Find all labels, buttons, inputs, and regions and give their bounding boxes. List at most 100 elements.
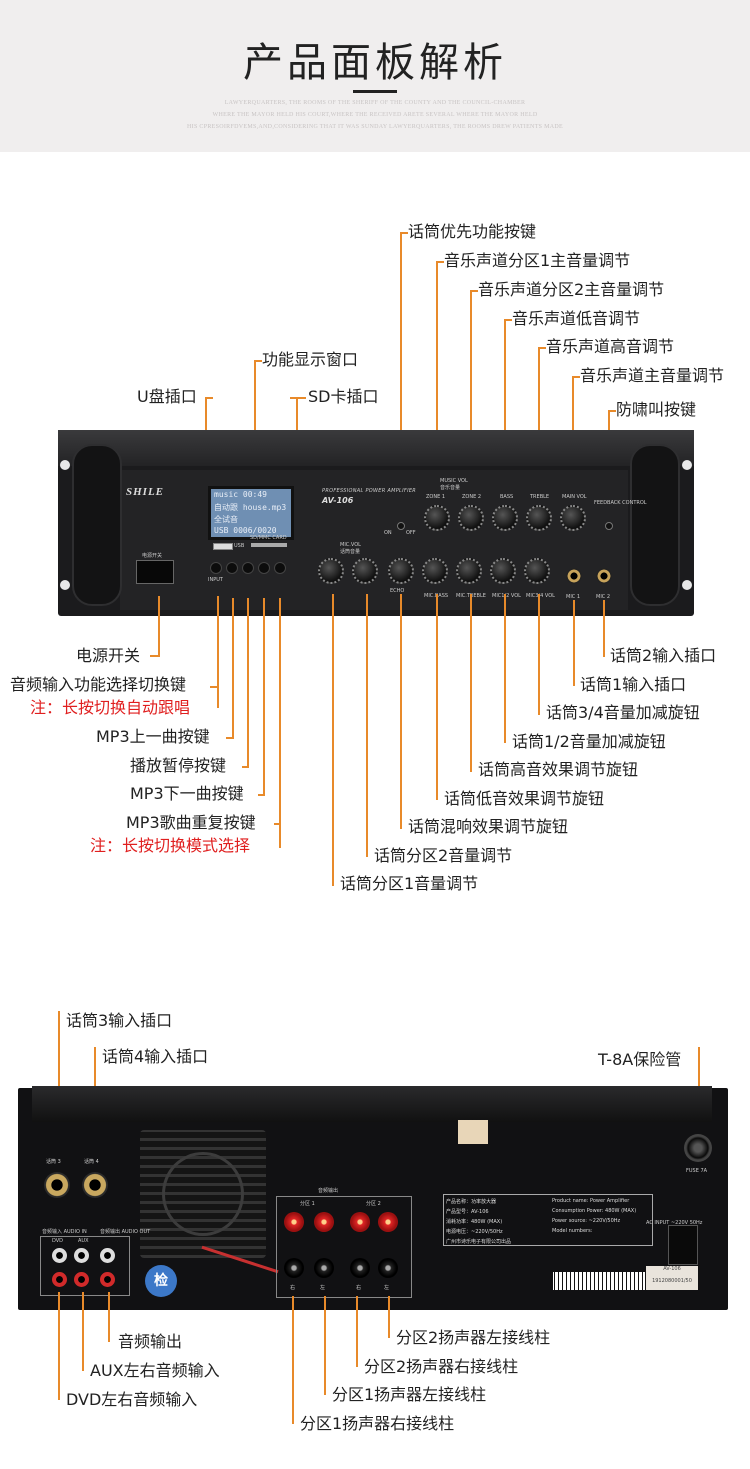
mic3-jack[interactable] [44, 1172, 70, 1198]
mic-vol-text: MIC.VOL [340, 542, 361, 548]
input-button[interactable] [210, 562, 222, 574]
zone2-left-terminal[interactable] [378, 1258, 398, 1278]
leader [436, 261, 444, 263]
lcd-line: 自动跟 house.mp3 [214, 503, 287, 512]
label-zone2-left: 分区2扬声器左接线柱 [396, 1328, 551, 1347]
title-underline [353, 90, 397, 93]
zone2-right-terminal[interactable] [350, 1258, 370, 1278]
mic-zone2-knob[interactable] [352, 558, 378, 584]
mic12-vol-knob[interactable] [490, 558, 516, 584]
leader [436, 594, 438, 800]
zone1-terminal[interactable] [284, 1212, 304, 1232]
usb-port[interactable] [213, 543, 233, 550]
leader [82, 1292, 84, 1371]
mic1-jack[interactable] [566, 568, 582, 584]
spec-line: 消耗功率：480W (MAX) [446, 1219, 503, 1225]
label-next: MP3下一曲按键 [130, 784, 244, 803]
right-text: 右 [290, 1285, 296, 1291]
leader [356, 1296, 358, 1367]
leader [504, 594, 506, 743]
zone2-text: ZONE 2 [462, 494, 482, 500]
dvd-right-rca[interactable] [52, 1272, 67, 1287]
label-zone1-right: 分区1扬声器右接线柱 [300, 1414, 455, 1433]
zone1-right-terminal[interactable] [284, 1258, 304, 1278]
leader [388, 1296, 390, 1338]
sd-slot[interactable] [251, 543, 287, 547]
spec-line: Model numbers: [552, 1228, 593, 1234]
main-vol-knob[interactable] [560, 505, 586, 531]
aux-right-rca[interactable] [74, 1272, 89, 1287]
leader [366, 594, 368, 857]
rear-sticker [458, 1120, 488, 1144]
rack-hole [682, 580, 692, 590]
label-echo: 话筒混响效果调节旋钮 [408, 817, 569, 836]
mic4-jack[interactable] [82, 1172, 108, 1198]
prev-button[interactable] [226, 562, 238, 574]
zone1-music-knob[interactable] [424, 505, 450, 531]
leader [470, 290, 478, 292]
echo-knob[interactable] [388, 558, 414, 584]
leader [470, 290, 472, 503]
leader [400, 594, 402, 829]
zone1-terminal[interactable] [314, 1212, 334, 1232]
power-switch[interactable] [136, 560, 174, 584]
leader [108, 1292, 110, 1342]
label-input-select: 音频输入功能选择切换键 [10, 675, 187, 694]
left-text: 左 [320, 1285, 326, 1291]
dvd-left-rca[interactable] [52, 1248, 67, 1263]
label-mic34: 话筒3/4音量加减旋钮 [546, 703, 700, 722]
next-button[interactable] [258, 562, 270, 574]
speaker-out-text: 音频输出 [318, 1188, 339, 1194]
label-mic4-in: 话筒4输入插口 [102, 1047, 209, 1066]
rack-hole [60, 580, 70, 590]
zone2-terminal[interactable] [378, 1212, 398, 1232]
front-face [120, 470, 628, 610]
leader [258, 794, 265, 796]
leader [242, 766, 249, 768]
label-feedback: 防啸叫按键 [616, 400, 697, 419]
left-text: 左 [384, 1285, 390, 1291]
leader [254, 360, 256, 486]
zone1-left-terminal[interactable] [314, 1258, 334, 1278]
mic-treble-knob[interactable] [456, 558, 482, 584]
label-mic1-in: 话筒1输入插口 [580, 675, 687, 694]
mic-priority-button[interactable] [397, 522, 405, 530]
label-mic-zone1: 话筒分区1音量调节 [340, 874, 479, 893]
zone1-text: ZONE 1 [426, 494, 446, 500]
zone2-terminal[interactable] [350, 1212, 370, 1232]
aux-left-rca[interactable] [74, 1248, 89, 1263]
out-left-rca[interactable] [100, 1248, 115, 1263]
front-panel [58, 430, 694, 616]
feedback-button[interactable] [605, 522, 613, 530]
zone2-music-knob[interactable] [458, 505, 484, 531]
leader [538, 347, 540, 503]
decorative-subtext-1: LAWYERQUARTERS, THE ROOMS OF THE SHERIFF… [224, 100, 526, 106]
fuse-holder[interactable] [684, 1134, 712, 1162]
out-right-rca[interactable] [100, 1272, 115, 1287]
spec-line: Product name: Power Amplifier [552, 1198, 630, 1204]
series-text: PROFESSIONAL POWER AMPLIFIER [322, 488, 417, 494]
label-zone1-left: 分区1扬声器左接线柱 [332, 1385, 487, 1404]
mic2-text: MIC 2 [596, 594, 611, 600]
spec-line: Consumption Power: 480W (MAX) [552, 1208, 637, 1214]
leader [205, 397, 213, 399]
mic-bass-knob[interactable] [422, 558, 448, 584]
label-play: 播放暂停按键 [130, 756, 227, 775]
sd-text: SD/MMC CARD [250, 535, 287, 541]
spec-label [443, 1194, 653, 1246]
leader [210, 686, 219, 688]
repeat-button[interactable] [274, 562, 286, 574]
dvd-text: DVD [52, 1238, 64, 1244]
mic2-jack[interactable] [596, 568, 612, 584]
leader [400, 232, 402, 502]
play-button[interactable] [242, 562, 254, 574]
decorative-subtext-3: HIS CPRESOIRFDVEMS,AND,CONSIDERING THAT … [187, 124, 563, 130]
power-inlet[interactable] [668, 1225, 698, 1265]
music-vol-cn: 音乐音量 [440, 485, 461, 491]
leader [232, 598, 234, 738]
label-audio-out: 音频输出 [118, 1332, 183, 1351]
mic34-vol-knob[interactable] [524, 558, 550, 584]
mic-zone1-knob[interactable] [318, 558, 344, 584]
bass-knob[interactable] [492, 505, 518, 531]
treble-knob[interactable] [526, 505, 552, 531]
